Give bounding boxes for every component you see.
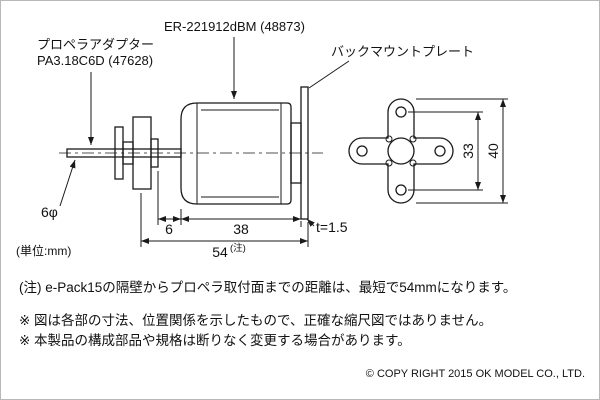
dim-6: 6: [165, 221, 173, 237]
disclaimer-changes: ※ 本製品の構成部品や規格は断りなく変更する場合があります。: [19, 332, 411, 348]
shaft-diameter-arrow: [59, 159, 76, 207]
motor-body: [180, 102, 292, 205]
plate-center-hole: [387, 137, 415, 165]
plate-label-leader: [308, 60, 350, 89]
dimensions-horizontal: 6 38 54 (注): [140, 171, 309, 260]
plate-hole-left: [356, 145, 368, 157]
copyright: © COPY RIGHT 2015 OK MODEL CO., LTD.: [366, 368, 585, 380]
dim-54: 54: [212, 244, 228, 260]
plate-hole-right: [434, 145, 446, 157]
motor-label: ER-221912dBM (48873): [164, 19, 305, 34]
note-54: (注) e-Pack15の隔壁からプロペラ取付面までの距離は、最短で54mmにな…: [19, 280, 516, 295]
mount-plate-outline: [348, 98, 454, 204]
plate-screw-hole-nw: [385, 135, 393, 143]
dim-38: 38: [233, 221, 249, 237]
mount-plate-side-view: [300, 86, 309, 220]
motor-side-view: [59, 86, 323, 220]
plate-screw-hole-ne: [409, 135, 417, 143]
dimensions-vertical: 33 40: [408, 98, 508, 204]
plate-hole-bottom: [395, 184, 407, 196]
plate-label: バックマウントプレート: [331, 44, 474, 59]
shaft-diameter-label: 6φ: [41, 204, 58, 220]
plate-screw-hole-sw: [385, 159, 393, 167]
adapter-label-line1: プロペラアダプター: [37, 37, 154, 52]
prop-adapter-collet: [150, 138, 159, 168]
disclaimer-scale: ※ 図は各部の寸法、位置関係を示したもので、正確な縮尺図ではありません。: [19, 313, 492, 328]
dim-54-ref: (注): [230, 242, 246, 254]
plate-screw-hole-se: [409, 159, 417, 167]
dim-33: 33: [460, 143, 476, 159]
dim-40: 40: [485, 143, 501, 159]
plate-thickness-arrow: [306, 218, 315, 227]
callouts: ER-221912dBM (48873) プロペラアダプター PA3.18C6D…: [16, 19, 474, 258]
plate-thickness-label: t=1.5: [316, 219, 348, 235]
mount-plate-front-view: [348, 98, 454, 204]
notes: (注) e-Pack15の隔壁からプロペラ取付面までの距離は、最短で54mmにな…: [19, 280, 585, 380]
plate-hole-top: [395, 106, 407, 118]
adapter-label-line2: PA3.18C6D (47628): [37, 53, 153, 68]
unit-label: (単位:mm): [16, 243, 71, 258]
